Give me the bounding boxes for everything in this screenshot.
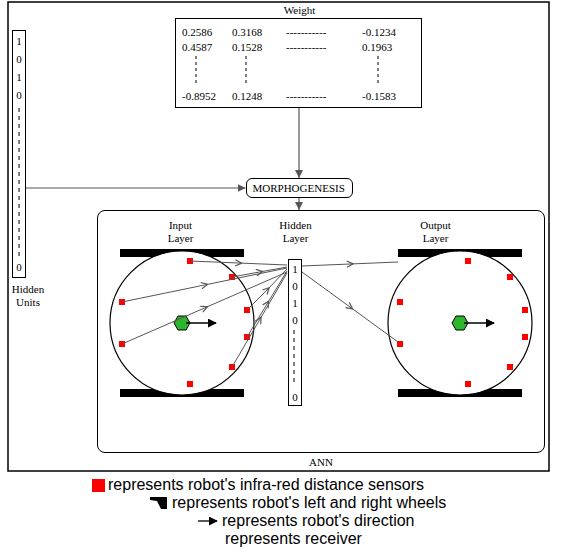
input-connections [122,261,287,367]
flow-arrow [298,198,299,210]
legend-swatch [92,479,105,492]
matrix-cell: 0.4587 [182,41,212,54]
direction-arrow [464,322,494,324]
sensors [119,258,250,387]
ann-panel: Input LayerHidden LayerOutput LayerANN10… [97,210,545,453]
sensor-line [232,273,287,367]
ir-sensor [522,334,528,340]
sensor-line [122,268,287,302]
bit-value: 1 [13,71,25,84]
process-label: MORPHOGENESIS [253,182,345,195]
vector-ellipsis [19,108,20,256]
matrix-cell: ----------- [286,41,326,54]
output-connections [302,262,398,342]
ir-sensor [522,307,528,313]
matrix-cell: 0.1248 [232,90,262,103]
matrix-cell: ----------- [286,26,326,39]
bit-value: 0 [289,314,301,327]
sensors [397,258,528,387]
bit-value: 0 [289,280,301,293]
vector-ellipsis [294,330,295,384]
bit-value: 0 [13,53,25,66]
matrix-cell: -0.1583 [362,90,396,103]
flow-arrow [298,108,299,178]
matrix-ellipsis [196,56,378,84]
layer-label: Output Layer [413,219,458,245]
matrix-cell: ----------- [286,90,326,103]
weight-matrix: Weight0.25860.3168------------0.12340.45… [175,18,422,108]
ir-sensor [507,274,513,280]
ir-sensor [187,381,193,387]
outer-frame [8,2,549,471]
hidden-layer-vector: 1 0 1 0 0 [288,259,302,406]
bit-value: 1 [13,35,25,48]
ir-sensor [465,258,471,264]
wheel-sample [150,497,167,509]
sensor-line [122,272,287,344]
output-line [302,272,398,342]
ir-sensor [397,299,403,305]
direction-arrow [186,322,216,324]
bit-value: 0 [289,391,301,404]
matrix-cell: 0.1963 [362,41,392,54]
matrix-cell: -0.8952 [182,90,216,103]
output-line [302,262,398,266]
matrix-cell: 0.1528 [232,41,262,54]
matrix-cell: -0.1234 [362,26,396,39]
process-box: MORPHOGENESIS [246,178,353,198]
sensor-line [190,261,287,265]
legend-text: represents robot's direction [222,512,414,530]
matrix-cell: 0.2586 [182,26,212,39]
panel-label: ANN [98,456,544,469]
legend-text: represents robot's infra-red distance se… [108,476,424,494]
output-robot [388,249,532,397]
flow-arrow [26,187,246,188]
dashed-column [196,56,197,84]
bit-value: 0 [13,89,25,102]
dashed-column [246,56,247,84]
legend-text: represents robot's left and right wheels [172,494,446,512]
bit-value: 0 [13,261,25,274]
robot-body [388,251,532,395]
layer-label: Hidden Layer [273,219,318,245]
bit-value: 1 [289,263,301,276]
matrix-title: Weight [176,4,423,17]
direction-sample [198,520,217,521]
robot-body [110,251,254,395]
layer-label: Input Layer [158,219,203,245]
ir-sensor [507,364,513,370]
bit-value: 1 [289,297,301,310]
ir-sensor [465,381,471,387]
input-robot [110,249,254,397]
matrix-cell: 0.3168 [232,26,262,39]
legend-text: represents receiver [225,530,362,548]
hidden-units-vector: 10100Hidden Units [12,30,26,278]
dashed-column [378,56,379,84]
vector-label: Hidden Units [4,283,52,309]
